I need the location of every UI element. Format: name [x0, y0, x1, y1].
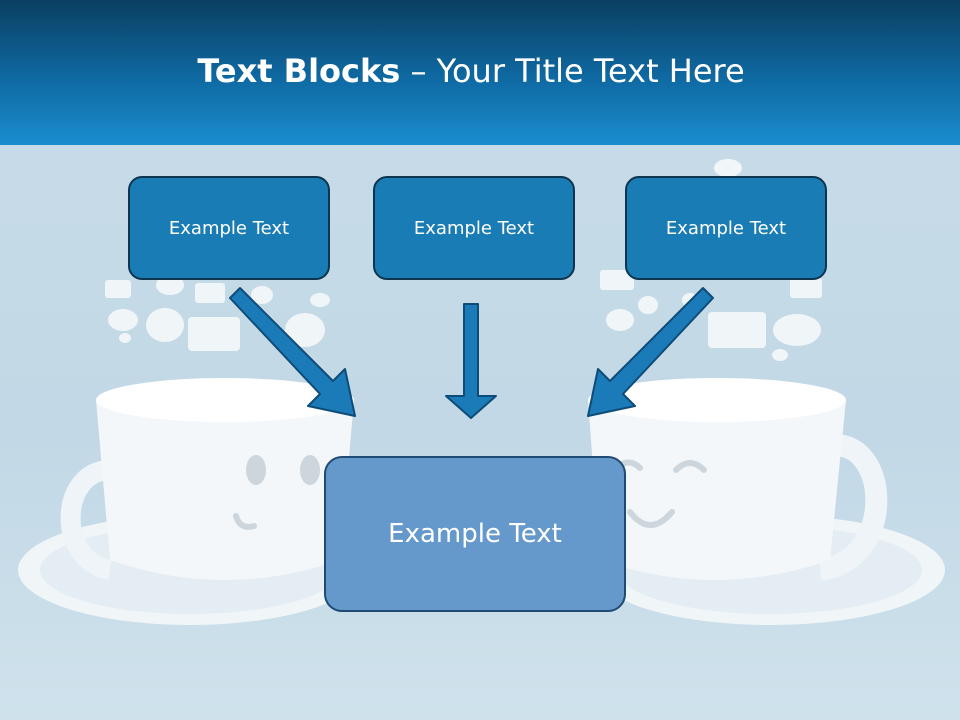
- cloud-bubble-icon: [119, 333, 131, 343]
- speech-bubble-icon: [146, 308, 184, 342]
- cloud-bubble-icon: [108, 309, 138, 331]
- cloud-bubble-icon: [606, 309, 634, 331]
- speech-bubble-icon: [600, 270, 634, 290]
- text-block-top-right[interactable]: Example Text: [625, 176, 827, 280]
- title-rest: Your Title Text Here: [436, 52, 745, 90]
- speech-bubbles-left: [105, 275, 330, 351]
- speech-bubble-icon: [708, 312, 766, 348]
- text-block-top-left[interactable]: Example Text: [128, 176, 330, 280]
- cup-eye: [300, 455, 320, 485]
- cloud-bubble-icon: [773, 314, 821, 346]
- header-bar: [0, 0, 960, 145]
- text-block-main-label: Example Text: [388, 519, 562, 549]
- cup-smile: [627, 509, 675, 528]
- cups-illustration: [18, 159, 945, 625]
- speech-bubble-icon: [790, 278, 822, 298]
- right-cup: [588, 378, 945, 625]
- cloud-bubble-icon: [156, 275, 184, 295]
- cloud-bubble-icon: [310, 293, 330, 307]
- cup-eye: [673, 460, 707, 473]
- cup-smile: [233, 513, 257, 530]
- title-dash: –: [400, 52, 437, 90]
- text-block-main[interactable]: Example Text: [324, 456, 626, 612]
- arrow-down-icon: [445, 303, 497, 419]
- speech-bubble-icon: [188, 317, 240, 351]
- cup-rim: [96, 378, 354, 422]
- cup-rim: [588, 378, 846, 422]
- cup-eye: [246, 455, 266, 485]
- text-block-label: Example Text: [665, 217, 787, 239]
- cup-handle: [60, 460, 113, 580]
- speech-bubble-icon: [251, 286, 273, 304]
- arrow-diagonal-right-icon: [229, 287, 356, 417]
- cloud-bubble-icon: [714, 159, 742, 177]
- cup-body: [96, 400, 354, 580]
- title-bold: Text Blocks: [197, 52, 401, 90]
- slide-title: Text Blocks – Your Title Text Here: [0, 52, 942, 90]
- cloud-bubble-icon: [772, 349, 788, 361]
- text-block-label: Example Text: [168, 217, 290, 239]
- speech-bubble-icon: [638, 296, 658, 314]
- cup-body: [588, 400, 846, 580]
- speech-bubble-icon: [105, 280, 131, 298]
- cup-handle: [817, 434, 888, 581]
- cloud-bubble-icon: [285, 313, 325, 347]
- speech-bubble-icon: [195, 283, 225, 303]
- text-block-top-center[interactable]: Example Text: [373, 176, 575, 280]
- text-block-label: Example Text: [413, 217, 535, 239]
- left-cup: [18, 378, 362, 625]
- arrow-diagonal-left-icon: [587, 287, 714, 417]
